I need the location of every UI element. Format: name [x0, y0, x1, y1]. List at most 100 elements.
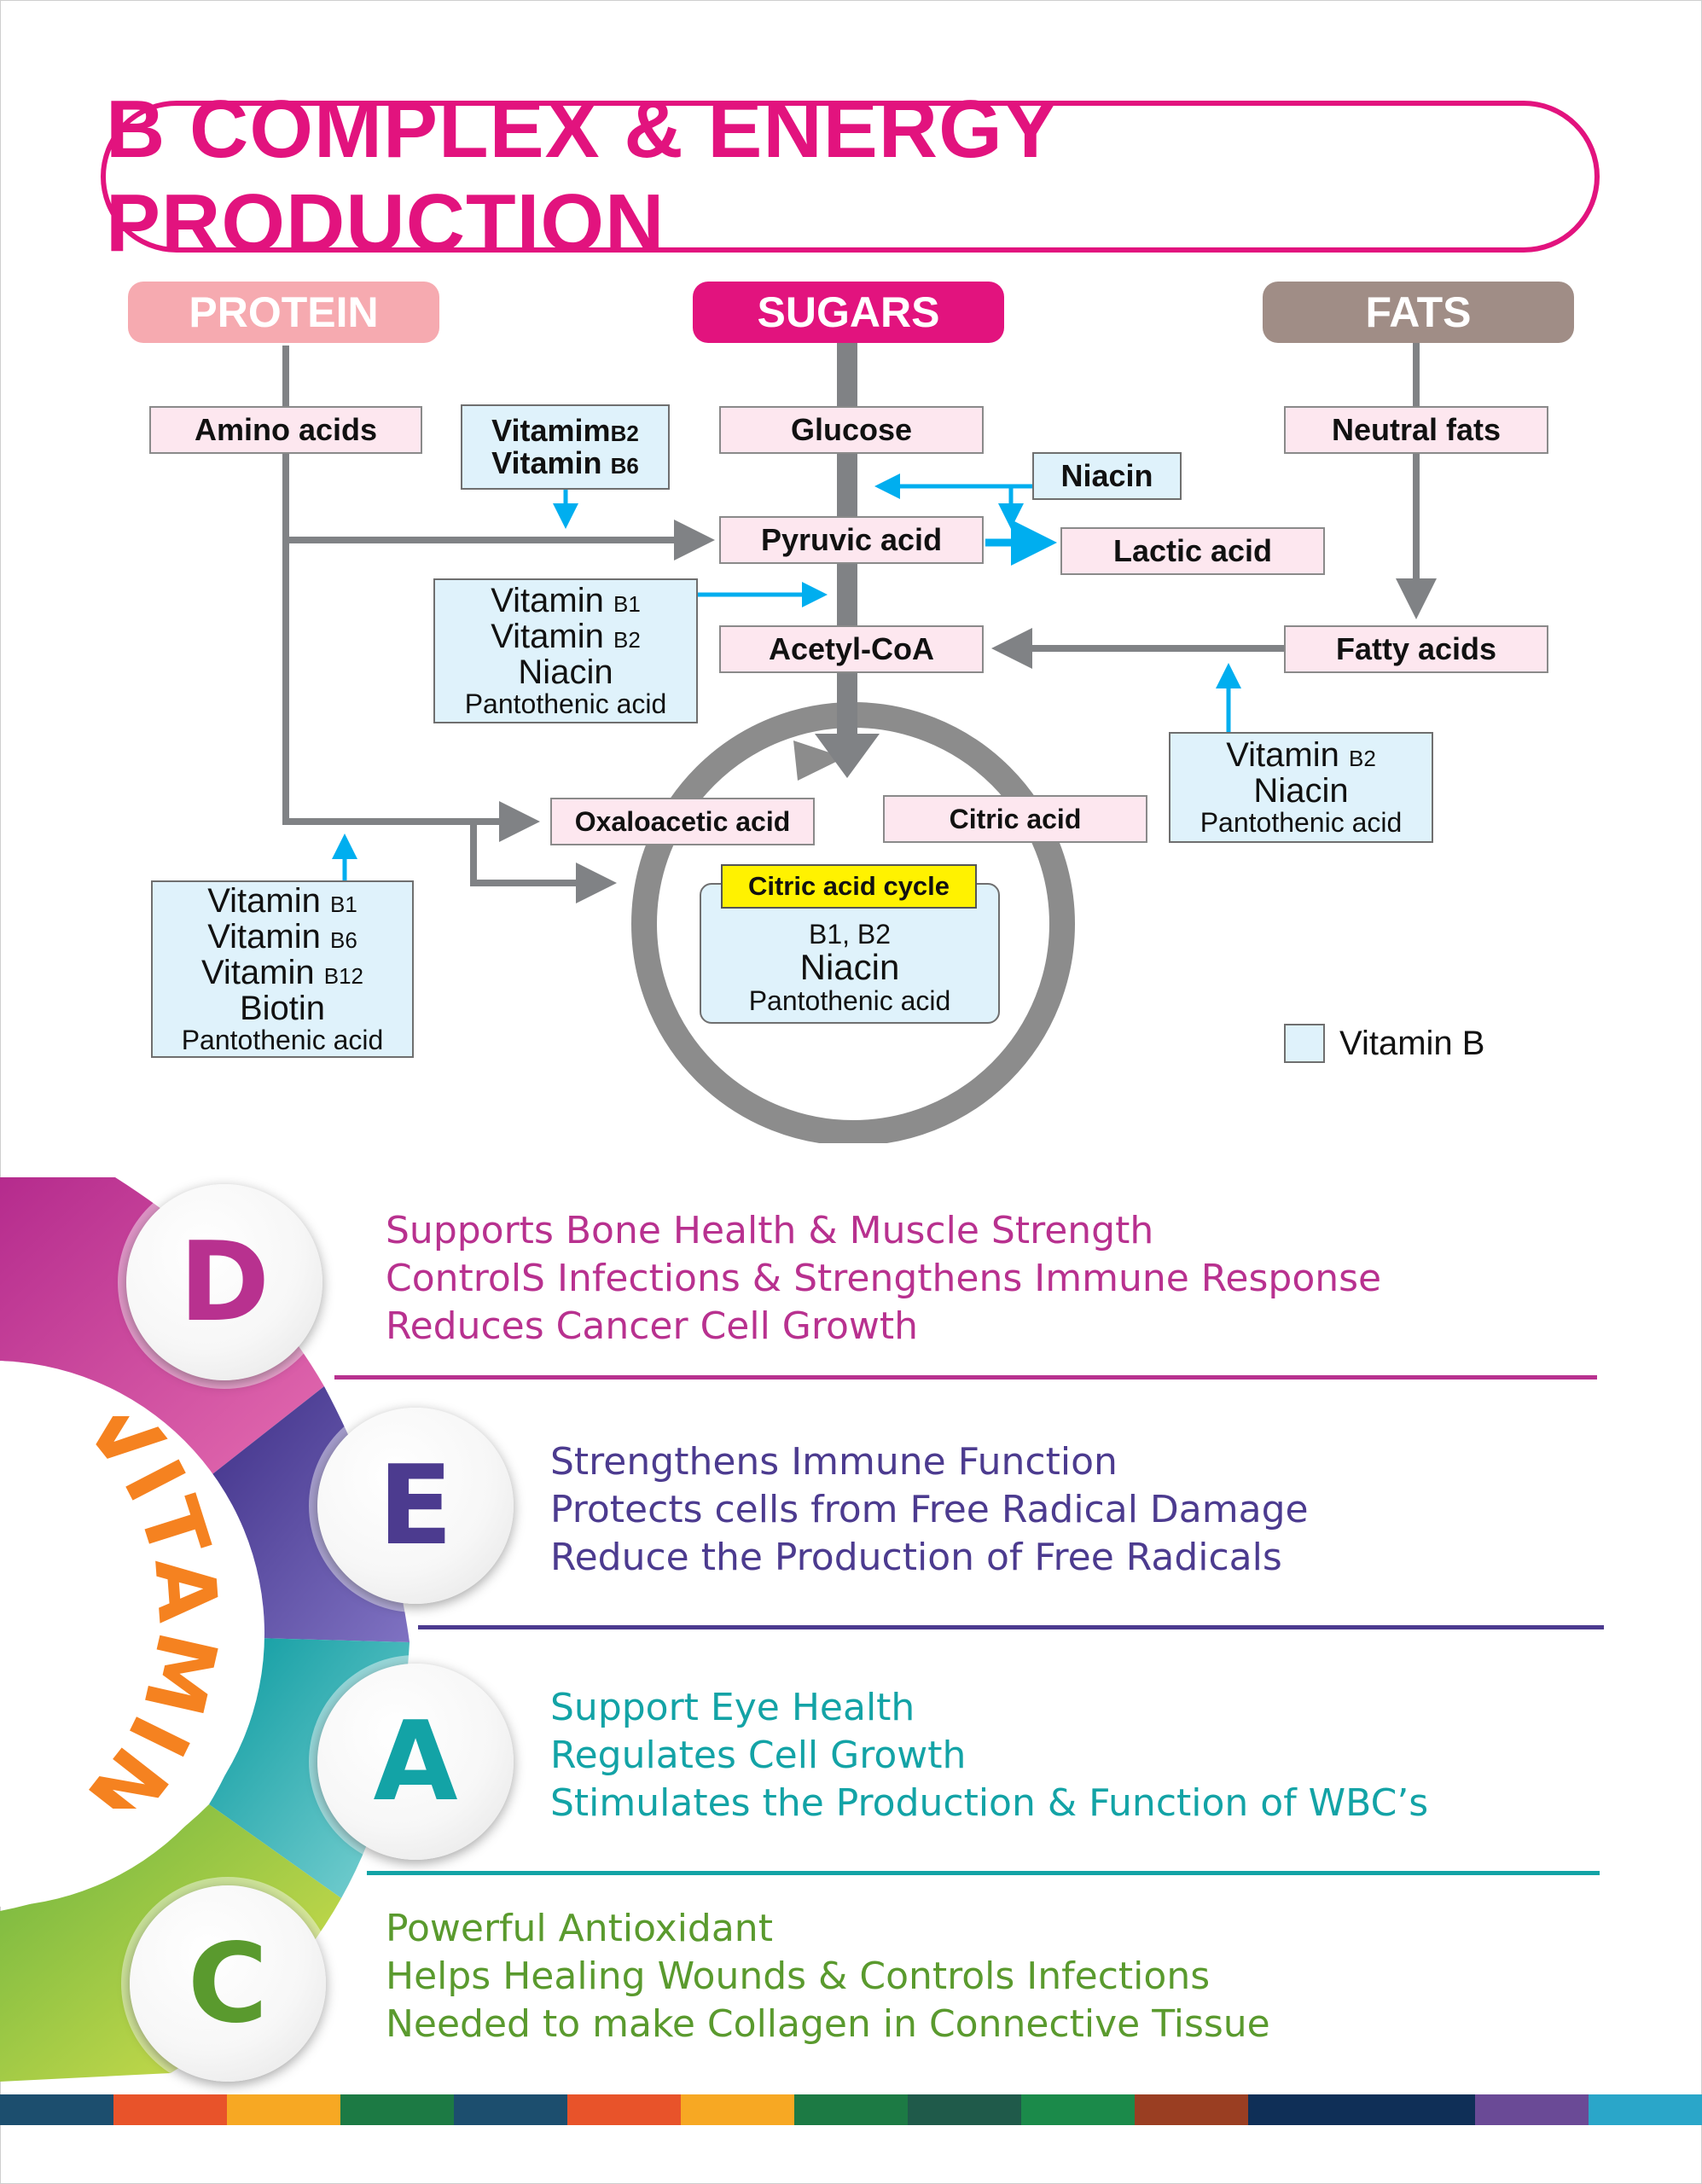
- node-acetyl-coa-label: Acetyl-CoA: [768, 631, 935, 666]
- vitamin-line: Vitamin B12: [201, 955, 363, 990]
- vitamin-line: Pantothenic acid: [1200, 807, 1403, 839]
- node-pyruvic-acid-label: Pyruvic acid: [760, 522, 943, 557]
- vitamin-d-letter: D: [178, 1218, 270, 1346]
- vitamin-box-amino: Vitamin B1 Vitamin B6 Vitamin B12 Biotin…: [151, 880, 414, 1058]
- legend-label: Vitamin B: [1339, 1024, 1485, 1062]
- vitamin-a-letter: A: [373, 1698, 458, 1826]
- node-neutral-fats-label: Neutral fats: [1331, 412, 1502, 447]
- benefit-line: Regulates Cell Growth: [550, 1734, 967, 1777]
- separator-d: [334, 1375, 1597, 1380]
- vitamin-subscript: B6: [329, 927, 357, 954]
- node-glucose-label: Glucose: [790, 412, 913, 447]
- citric-acid-cycle-label-box: Citric acid cycle: [721, 864, 977, 909]
- vitamin-line: Pantothenic acid: [464, 688, 667, 720]
- vitamin-word-arc: VITAMIN: [67, 1416, 236, 1809]
- vitamin-e-letter: E: [378, 1442, 453, 1570]
- vitamin-subscript: B1: [613, 591, 641, 618]
- vitamin-box-niacin: Niacin: [1032, 452, 1182, 500]
- vitamin-line: Vitamin B1: [207, 883, 357, 919]
- category-fats: FATS: [1263, 282, 1574, 343]
- node-glucose: Glucose: [719, 406, 984, 454]
- benefit-line: Reduce the Production of Free Radicals: [550, 1536, 1282, 1579]
- vitamin-box-fatty: Vitamin B2 Niacin Pantothenic acid: [1169, 732, 1433, 843]
- vitamin-line: Vitamin B1: [491, 583, 641, 619]
- footer-stripe-segment: [567, 2094, 681, 2125]
- footer-stripe-segment: [1475, 2094, 1589, 2125]
- node-lactic-acid: Lactic acid: [1060, 527, 1325, 575]
- vitamin-line: VitamimB2: [491, 415, 639, 447]
- category-sugars-label: SUGARS: [757, 288, 940, 336]
- cycle-arrowhead: [793, 741, 845, 781]
- citric-acid-cycle-label: Citric acid cycle: [747, 871, 950, 901]
- footer-stripe-segment: [1135, 2094, 1248, 2125]
- vitamin-c-benefits: Powerful Antioxidant Helps Healing Wound…: [386, 1905, 1270, 2048]
- category-protein: PROTEIN: [128, 282, 439, 343]
- footer-stripe-segment: [1362, 2094, 1475, 2125]
- vitamin-a-benefits: Support Eye Health Regulates Cell Growth…: [550, 1684, 1428, 1827]
- benefit-line: Strengthens Immune Function: [550, 1440, 1118, 1484]
- title-banner: B COMPLEX & ENERGY PRODUCTION: [101, 84, 1600, 269]
- legend-swatch: [1284, 1024, 1325, 1063]
- footer-stripe-segment: [227, 2094, 340, 2125]
- footer-stripe-segment: [794, 2094, 908, 2125]
- benefit-line: ControlS Infections & Strengthens Immune…: [386, 1257, 1382, 1300]
- vitamin-line: Vitamin B6: [491, 447, 639, 479]
- vitamin-c-letter: C: [188, 1920, 268, 2048]
- benefit-line: Powerful Antioxidant: [386, 1907, 773, 1950]
- node-lactic-acid-label: Lactic acid: [1112, 533, 1273, 568]
- node-fatty-acids-label: Fatty acids: [1335, 631, 1497, 666]
- vitamin-line: Pantothenic acid: [748, 985, 951, 1016]
- vitamin-text: Vitamin: [491, 445, 611, 480]
- footer-stripe-segment: [1589, 2094, 1702, 2125]
- footer-stripe-segment: [113, 2094, 227, 2125]
- vitamin-text: Vitamim: [491, 413, 611, 449]
- node-pyruvic-acid: Pyruvic acid: [719, 516, 984, 564]
- vitamin-line: Biotin: [239, 990, 326, 1028]
- vitamin-text: Vitamin: [1226, 736, 1349, 775]
- amino-to-cycle: [470, 822, 617, 903]
- vitamin-text: Vitamin: [207, 918, 330, 956]
- vitamin-d-disc: D: [126, 1184, 322, 1380]
- footer-stripe-segment: [340, 2094, 454, 2125]
- vitamin-subscript: B2: [610, 421, 639, 447]
- vitamin-c-disc: C: [130, 1885, 326, 2082]
- benefit-line: Reduces Cancer Cell Growth: [386, 1304, 919, 1348]
- vitamin-box-acetyl: Vitamin B1 Vitamin B2 Niacin Pantothenic…: [433, 578, 698, 723]
- vitamin-subscript: B12: [323, 963, 364, 990]
- vitamin-subscript: B1: [329, 892, 357, 918]
- vitamin-box-b2-b6: VitamimB2 Vitamin B6: [461, 404, 670, 490]
- vitamin-line: B1, B2: [808, 918, 892, 950]
- vitamin-text: Vitamin: [200, 954, 324, 992]
- vitamin-line: Vitamin B6: [207, 919, 357, 955]
- niacin-label: Niacin: [1060, 458, 1153, 494]
- node-citric-acid: Citric acid: [883, 795, 1147, 843]
- node-amino-acids: Amino acids: [149, 406, 422, 454]
- page-title: B COMPLEX & ENERGY PRODUCTION: [106, 84, 1058, 269]
- vitamin-a-disc: A: [317, 1664, 514, 1860]
- category-sugars: SUGARS: [693, 282, 1004, 343]
- vitamin-line: Niacin: [799, 947, 900, 988]
- vitamin-text: Vitamin: [491, 618, 613, 656]
- vitamin-text: Vitamin: [491, 582, 613, 620]
- node-oxaloacetic-acid-label: Oxaloacetic acid: [574, 805, 791, 837]
- vitamin-e-benefits: Strengthens Immune Function Protects cel…: [550, 1438, 1309, 1582]
- svg-text:VITAMIN: VITAMIN: [67, 1416, 236, 1809]
- vitamin-e-disc: E: [317, 1408, 514, 1604]
- vitamin-line: Niacin: [1253, 772, 1349, 810]
- footer-stripe-segment: [0, 2094, 113, 2125]
- node-neutral-fats: Neutral fats: [1284, 406, 1548, 454]
- node-citric-acid-label: Citric acid: [949, 803, 1082, 834]
- vitamin-text: Vitamin: [207, 882, 330, 921]
- footer-stripe-segment: [1021, 2094, 1135, 2125]
- sugar-trunk-head: [815, 734, 880, 778]
- benefit-line: Helps Healing Wounds & Controls Infectio…: [386, 1955, 1211, 1998]
- vitamin-word: VITAMIN: [67, 1416, 233, 1809]
- vitamin-line: Vitamin B2: [491, 619, 641, 654]
- benefit-line: Protects cells from Free Radical Damage: [550, 1488, 1309, 1531]
- vitamin-line: Vitamin B2: [1226, 737, 1376, 773]
- benefit-line: Support Eye Health: [550, 1686, 915, 1729]
- separator-a: [367, 1871, 1600, 1875]
- vitamin-line: Pantothenic acid: [181, 1025, 384, 1056]
- footer-stripe-segment: [454, 2094, 567, 2125]
- benefit-line: Stimulates the Production & Function of …: [550, 1781, 1429, 1825]
